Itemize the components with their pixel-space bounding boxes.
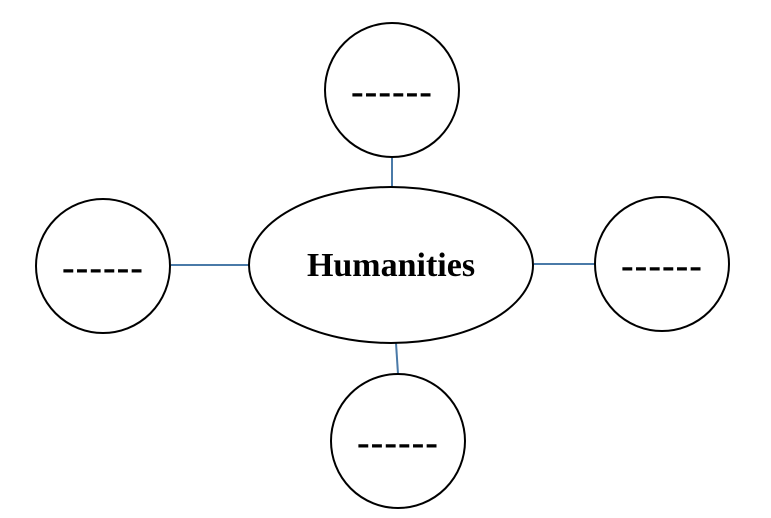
- node-top: ------: [324, 22, 460, 158]
- node-right: ------: [594, 196, 730, 332]
- node-top-label: ------: [351, 71, 433, 113]
- node-left-label: ------: [62, 247, 144, 289]
- node-center-label: Humanities: [307, 247, 475, 284]
- node-top-circle: [324, 22, 460, 158]
- connector-bottom: [395, 342, 399, 375]
- node-center-ellipse: [248, 186, 534, 344]
- node-bottom-circle: [330, 373, 466, 509]
- node-left-circle: [35, 198, 171, 334]
- node-right-circle: [594, 196, 730, 332]
- node-center: Humanities: [248, 186, 534, 344]
- node-bottom-label: ------: [357, 422, 439, 464]
- node-right-label: ------: [621, 245, 703, 287]
- node-left: ------: [35, 198, 171, 334]
- node-bottom: ------: [330, 373, 466, 509]
